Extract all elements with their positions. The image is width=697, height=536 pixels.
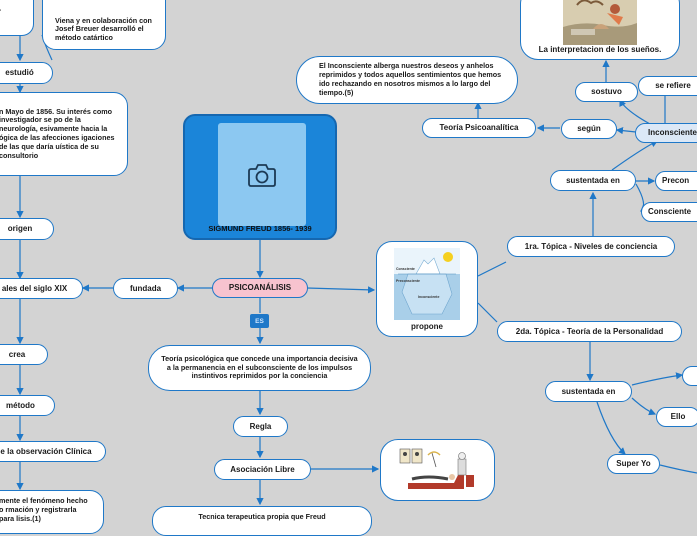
camera-icon bbox=[248, 163, 276, 187]
node-teoria-def[interactable]: Teoría psicológica que concede una impor… bbox=[148, 345, 371, 391]
node-viena[interactable]: Viena y en colaboración con Josef Breuer… bbox=[42, 0, 166, 50]
node-sustentada-2[interactable]: sustentada en bbox=[545, 381, 632, 402]
node-mayo-1856[interactable]: n Mayo de 1856. Su interés como investig… bbox=[0, 92, 128, 176]
node-asociacion-libre[interactable]: Asociación Libre bbox=[214, 459, 311, 480]
node-propone[interactable]: Consciente Preconsciente Inconsciente pr… bbox=[376, 241, 478, 337]
node-segunda-topica[interactable]: 2da. Tópica - Teoría de la Personalidad bbox=[497, 321, 682, 342]
node-segun[interactable]: según bbox=[561, 119, 617, 139]
node-fundada[interactable]: fundada bbox=[113, 278, 178, 299]
node-preconsciente[interactable]: Precon bbox=[655, 171, 697, 191]
node-sostuvo[interactable]: sostuvo bbox=[575, 82, 638, 102]
node-fenomeno[interactable]: mente el fenómeno hecho o rmación y regi… bbox=[0, 490, 104, 534]
node-siglo-xix[interactable]: ales del siglo XIX bbox=[0, 278, 83, 299]
node-tecnica[interactable]: Tecnica terapeutica propia que Freud bbox=[152, 506, 372, 536]
propone-label: propone bbox=[411, 322, 443, 332]
node-top-left-fragment[interactable]: al- bbox=[0, 0, 34, 36]
root-node[interactable]: SIGMUND FREUD 1856- 1939 bbox=[183, 114, 337, 240]
node-crea[interactable]: crea bbox=[0, 344, 48, 365]
node-sustentada-1[interactable]: sustentada en bbox=[550, 170, 636, 191]
node-ello[interactable]: Ello bbox=[656, 407, 697, 427]
node-metodo[interactable]: método bbox=[0, 395, 55, 416]
node-super-yo[interactable]: Super Yo bbox=[607, 454, 660, 474]
dream-painting-illustration bbox=[563, 0, 637, 46]
iceberg-illustration: Consciente Preconsciente Inconsciente bbox=[394, 248, 460, 321]
node-inconsciente[interactable]: Inconsciente bbox=[635, 123, 697, 143]
node-suenos[interactable]: La interpretacion de los sueños. bbox=[520, 0, 680, 60]
node-observacion[interactable]: e la observación Clínica bbox=[0, 441, 106, 462]
es-tag: ES bbox=[250, 314, 269, 328]
node-primera-topica[interactable]: 1ra. Tópica - Niveles de conciencia bbox=[507, 236, 675, 257]
node-se-refiere[interactable]: se refiere bbox=[638, 76, 697, 96]
therapy-couch-illustration bbox=[399, 448, 474, 489]
node-yo-fragment[interactable] bbox=[682, 366, 697, 386]
photo-placeholder bbox=[218, 123, 306, 226]
connector-lines bbox=[16, 32, 697, 506]
node-origen[interactable]: origen bbox=[0, 218, 54, 240]
center-node[interactable]: PSICOANÁLISIS bbox=[212, 278, 308, 298]
iceberg-label-inconsciente: Inconsciente bbox=[418, 295, 439, 299]
node-inconsciente-def[interactable]: El Inconsciente alberga nuestros deseos … bbox=[296, 56, 518, 104]
iceberg-label-preconsciente: Preconsciente bbox=[396, 279, 420, 283]
node-estudio[interactable]: estudió bbox=[0, 62, 53, 84]
iceberg-label-consciente: Consciente bbox=[396, 267, 415, 271]
node-couch-image[interactable] bbox=[380, 439, 495, 501]
node-teoria-psicoanalitica[interactable]: Teoría Psicoanalítica bbox=[422, 118, 536, 138]
suenos-label: La interpretacion de los sueños. bbox=[538, 45, 662, 55]
root-title: SIGMUND FREUD 1856- 1939 bbox=[208, 224, 312, 233]
node-regla[interactable]: Regla bbox=[233, 416, 288, 437]
node-consciente[interactable]: Consciente bbox=[641, 202, 697, 222]
